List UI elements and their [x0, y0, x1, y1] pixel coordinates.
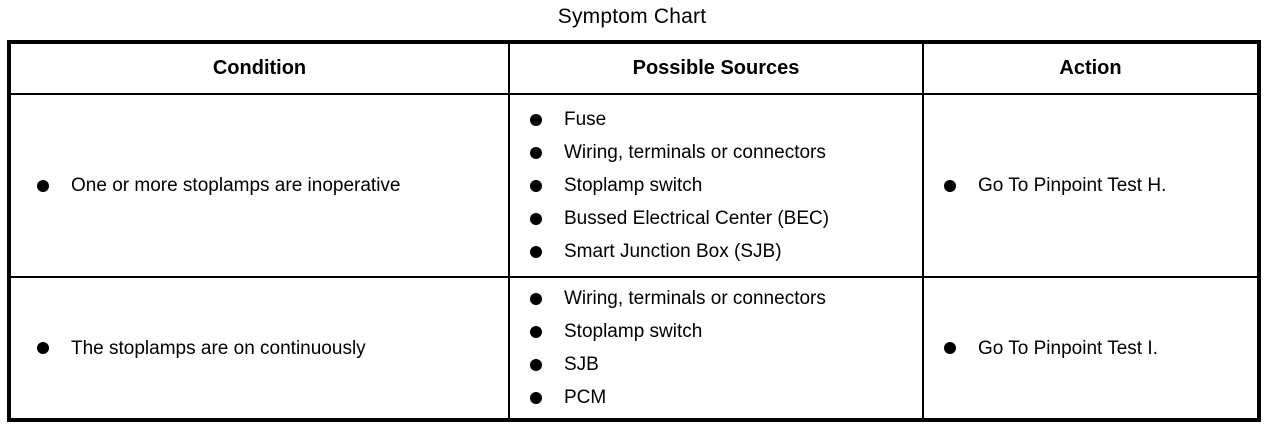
- list-item: Wiring, terminals or connectors: [530, 136, 916, 169]
- list-item: SJB: [530, 348, 916, 381]
- list-item: Go To Pinpoint Test H.: [944, 169, 1251, 202]
- list-item: Bussed Electrical Center (BEC): [530, 202, 916, 235]
- table-row: The stoplamps are on continuously Wiring…: [8, 276, 1260, 421]
- condition-cell: The stoplamps are on continuously: [8, 276, 510, 421]
- column-header-action: Action: [922, 41, 1260, 95]
- list-item: Fuse: [530, 103, 916, 136]
- bullet-icon: [944, 342, 956, 354]
- list-item: Stoplamp switch: [530, 169, 916, 202]
- list-item: Stoplamp switch: [530, 315, 916, 348]
- list-item: The stoplamps are on continuously: [37, 332, 502, 365]
- source-text: Fuse: [564, 109, 607, 130]
- bullet-icon: [37, 342, 49, 354]
- page-title: Symptom Chart: [557, 5, 707, 28]
- action-cell: Go To Pinpoint Test H.: [922, 93, 1260, 278]
- symptom-chart-table: Condition Possible Sources Action One or…: [7, 40, 1261, 422]
- condition-text: The stoplamps are on continuously: [71, 337, 366, 359]
- table-header-row: Condition Possible Sources Action: [8, 41, 1260, 95]
- bullet-icon: [944, 179, 956, 192]
- bullet-icon: [530, 391, 542, 404]
- bullet-icon: [530, 179, 542, 192]
- possible-sources-cell: Wiring, terminals or connectors Stoplamp…: [508, 276, 924, 421]
- source-text: SJB: [564, 354, 599, 375]
- source-text: Bussed Electrical Center (BEC): [564, 208, 830, 229]
- column-header-possible-sources: Possible Sources: [508, 41, 924, 95]
- action-cell: Go To Pinpoint Test I.: [922, 276, 1260, 421]
- list-item: Go To Pinpoint Test I.: [944, 332, 1251, 365]
- bullet-icon: [530, 113, 542, 126]
- bullet-icon: [530, 292, 542, 305]
- bullet-icon: [530, 325, 542, 338]
- source-text: Smart Junction Box (SJB): [564, 241, 782, 262]
- action-text: Go To Pinpoint Test H.: [978, 175, 1167, 196]
- bullet-icon: [530, 212, 542, 225]
- condition-text: One or more stoplamps are inoperative: [71, 175, 401, 196]
- list-item: Smart Junction Box (SJB): [530, 235, 916, 268]
- bullet-icon: [37, 179, 49, 192]
- source-text: Wiring, terminals or connectors: [564, 288, 826, 309]
- condition-cell: One or more stoplamps are inoperative: [8, 93, 510, 278]
- source-text: PCM: [564, 387, 607, 408]
- source-text: Wiring, terminals or connectors: [564, 142, 826, 163]
- bullet-icon: [530, 146, 542, 159]
- bullet-icon: [530, 358, 542, 371]
- list-item: One or more stoplamps are inoperative: [37, 169, 502, 202]
- bullet-icon: [530, 245, 542, 258]
- column-header-condition: Condition: [8, 41, 510, 95]
- source-text: Stoplamp switch: [564, 321, 703, 342]
- action-text: Go To Pinpoint Test I.: [978, 337, 1158, 359]
- possible-sources-cell: Fuse Wiring, terminals or connectors Sto…: [508, 93, 924, 278]
- source-text: Stoplamp switch: [564, 175, 703, 196]
- list-item: Wiring, terminals or connectors: [530, 282, 916, 315]
- table-row: One or more stoplamps are inoperative Fu…: [8, 93, 1260, 278]
- list-item: PCM: [530, 381, 916, 414]
